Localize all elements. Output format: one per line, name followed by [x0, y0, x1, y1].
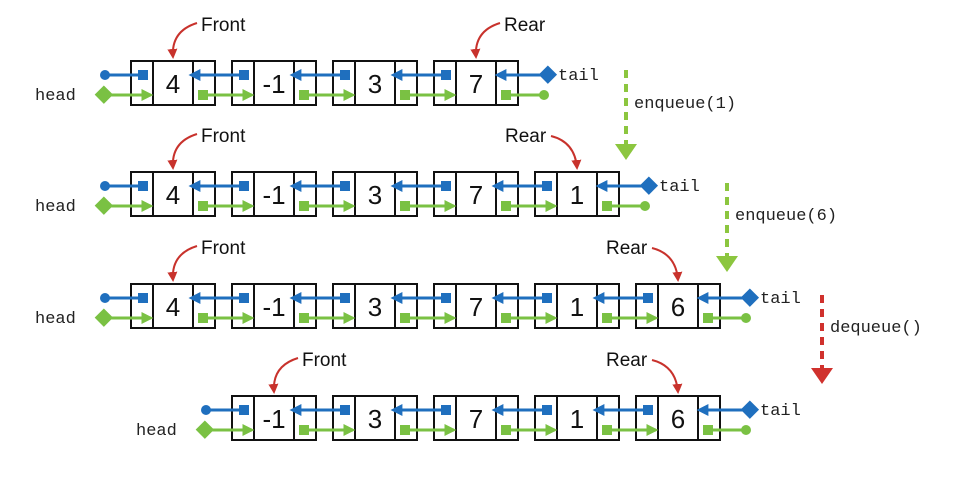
prev-pointer-square	[138, 181, 148, 191]
front-pointer-arrow	[167, 22, 198, 59]
prev-pointer-square	[441, 181, 451, 191]
null-end-dot	[640, 201, 650, 211]
null-end-dot	[741, 425, 751, 435]
rear-pointer-arrow	[550, 135, 582, 170]
head-label: head	[35, 87, 76, 106]
rear-pointer-arrow	[470, 22, 501, 59]
operation-label: enqueue(6)	[735, 207, 837, 226]
node-value: 4	[166, 180, 180, 210]
rear-label: Rear	[606, 350, 648, 371]
node-value: 7	[469, 180, 483, 210]
node-value: 3	[368, 292, 382, 322]
prev-pointer-square	[138, 293, 148, 303]
tail-diamond	[740, 288, 760, 307]
node-value: 6	[671, 292, 685, 322]
operation-label: dequeue()	[830, 319, 922, 338]
prev-pointer-square	[239, 293, 249, 303]
tail-diamond	[538, 65, 558, 84]
node-value: 1	[570, 292, 584, 322]
prev-pointer-square	[340, 70, 350, 80]
prev-pointer-square	[340, 181, 350, 191]
prev-pointer-square	[138, 70, 148, 80]
head-label: head	[35, 198, 76, 217]
null-end-dot	[100, 293, 110, 303]
node-value: -1	[262, 292, 285, 322]
head-diamond	[94, 196, 114, 215]
tail-diamond	[639, 176, 659, 195]
dequeue-operation: dequeue()	[811, 295, 922, 384]
node-value: 4	[166, 69, 180, 99]
node-value: 7	[469, 69, 483, 99]
null-end-dot	[100, 181, 110, 191]
null-end-dot	[539, 90, 549, 100]
node-value: 7	[469, 404, 483, 434]
list-state-1: 4 -1 3 7 1 tail head Front Rear	[35, 126, 700, 217]
rear-label: Rear	[606, 238, 648, 259]
node-value: -1	[262, 404, 285, 434]
node-value: -1	[262, 69, 285, 99]
operation-arrowhead	[615, 144, 637, 160]
head-diamond	[94, 85, 114, 104]
front-pointer-arrow	[167, 133, 198, 170]
node-value: 3	[368, 69, 382, 99]
rear-pointer-arrow	[651, 359, 683, 394]
prev-pointer-square	[239, 70, 249, 80]
head-diamond	[94, 308, 114, 327]
front-label: Front	[201, 15, 246, 36]
enqueue-operation: enqueue(6)	[716, 183, 837, 272]
front-pointer-arrow	[268, 357, 299, 394]
node-value: 1	[570, 180, 584, 210]
list-state-3: -1 3 7 1 6 tail head Front Rear	[136, 350, 801, 441]
tail-label: tail	[659, 178, 700, 197]
node-value: 7	[469, 292, 483, 322]
prev-pointer-square	[441, 405, 451, 415]
front-label: Front	[201, 126, 246, 147]
prev-pointer-square	[441, 293, 451, 303]
list-state-0: 4 -1 3 7 tail head Front Rear	[35, 15, 599, 106]
operation-arrowhead	[716, 256, 738, 272]
prev-pointer-square	[239, 405, 249, 415]
node-value: 3	[368, 404, 382, 434]
node-value: 1	[570, 404, 584, 434]
prev-pointer-square	[643, 405, 653, 415]
front-pointer-arrow	[167, 245, 198, 282]
null-end-dot	[201, 405, 211, 415]
node: 3	[332, 395, 418, 441]
tail-label: tail	[558, 67, 599, 86]
list-state-2: 4 -1 3 7 1 6 tail head Front Rear	[35, 238, 801, 329]
operation-label: enqueue(1)	[634, 95, 736, 114]
front-label: Front	[201, 238, 246, 259]
enqueue-operation: enqueue(1)	[615, 70, 736, 160]
prev-pointer-square	[542, 405, 552, 415]
prev-pointer-square	[340, 405, 350, 415]
rear-label: Rear	[505, 126, 547, 147]
operation-arrowhead	[811, 368, 833, 384]
null-end-dot	[100, 70, 110, 80]
node-box	[433, 395, 519, 441]
rear-pointer-arrow	[651, 247, 683, 282]
node-box	[332, 395, 418, 441]
prev-pointer-square	[239, 181, 249, 191]
node-value: 3	[368, 180, 382, 210]
tail-label: tail	[760, 402, 801, 421]
prev-pointer-square	[542, 293, 552, 303]
node: 7	[433, 395, 519, 441]
prev-pointer-square	[643, 293, 653, 303]
head-label: head	[35, 310, 76, 329]
tail-label: tail	[760, 290, 801, 309]
front-label: Front	[302, 350, 347, 371]
head-diamond	[195, 420, 215, 439]
prev-pointer-square	[340, 293, 350, 303]
null-end-dot	[741, 313, 751, 323]
node-value: 4	[166, 292, 180, 322]
prev-pointer-square	[441, 70, 451, 80]
rear-label: Rear	[504, 15, 546, 36]
prev-pointer-square	[542, 181, 552, 191]
head-label: head	[136, 422, 177, 441]
tail-diamond	[740, 400, 760, 419]
node-value: 6	[671, 404, 685, 434]
node-value: -1	[262, 180, 285, 210]
